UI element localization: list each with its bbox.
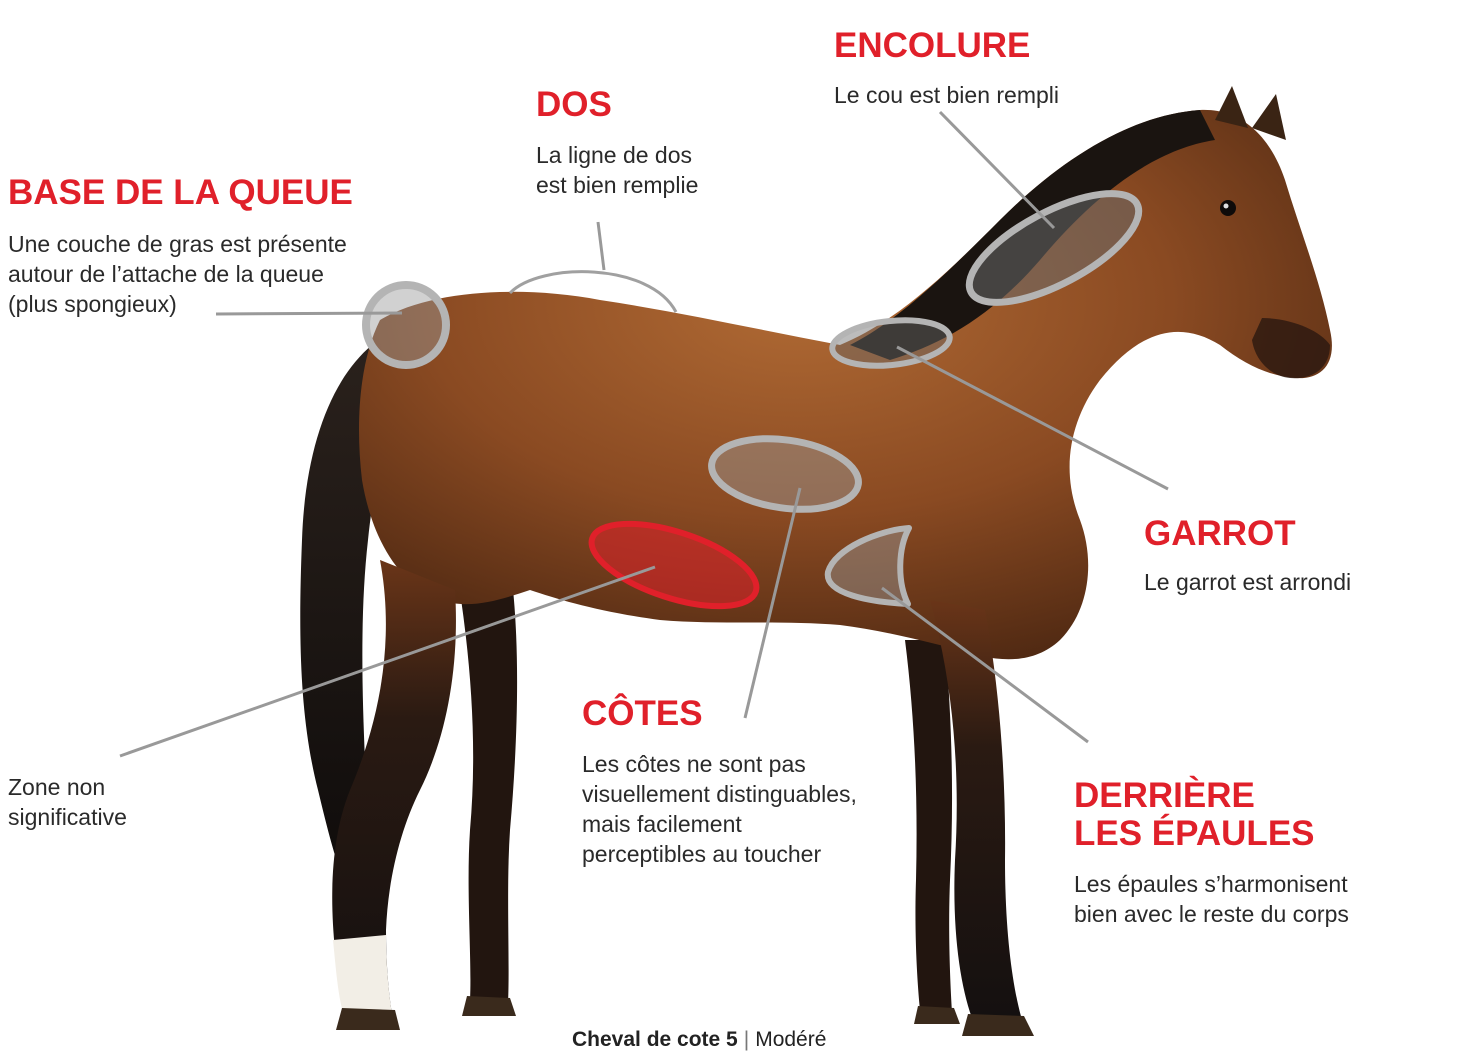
label-base-queue-title: BASE DE LA QUEUE [8,174,353,212]
label-garrot-title: GARROT [1144,515,1296,553]
caption: Cheval de cote 5|Modéré [572,1028,826,1052]
label-cotes-desc: Les côtes ne sont pas visuellement disti… [582,749,857,869]
cotes-line-4: perceptibles au toucher [582,839,857,869]
label-base-queue-desc: Une couche de gras est présente autour d… [8,229,347,319]
base-queue-line-3: (plus spongieux) [8,289,347,319]
hoof-far-fore [914,1006,960,1024]
garrot-line-1: Le garrot est arrondi [1144,567,1351,597]
leader-dos [598,222,604,270]
label-zone-non-desc: Zone non significative [8,772,127,832]
caption-separator: | [738,1028,755,1051]
cotes-line-2: visuellement distinguables, [582,779,857,809]
dos-line-2: est bien remplie [536,170,698,200]
hoof-near-fore [962,1014,1034,1036]
cotes-line-1: Les côtes ne sont pas [582,749,857,779]
label-garrot-desc: Le garrot est arrondi [1144,567,1351,597]
label-derriere-epaules-desc: Les épaules s’harmonisent bien avec le r… [1074,869,1349,929]
encolure-line-1: Le cou est bien rempli [834,80,1059,110]
horse-eye [1220,200,1236,216]
cotes-line-3: mais facilement [582,809,857,839]
eye-highlight [1224,204,1229,209]
caption-grade: Cheval de cote 5 [572,1028,738,1051]
label-dos-desc: La ligne de dos est bien remplie [536,140,698,200]
dos-line-1: La ligne de dos [536,140,698,170]
hoof-far-hind [462,996,516,1016]
label-derriere-epaules-title: DERRIÈRE LES ÉPAULES [1074,777,1315,853]
caption-level: Modéré [755,1028,826,1051]
hoof-near-hind [336,1008,400,1030]
leader-encolure [940,112,1054,228]
derriere-title-line-2: LES ÉPAULES [1074,815,1315,853]
zone-non-line-2: significative [8,802,127,832]
derriere-title-line-1: DERRIÈRE [1074,777,1315,815]
zone-non-line-1: Zone non [8,772,127,802]
derriere-line-2: bien avec le reste du corps [1074,899,1349,929]
label-encolure-desc: Le cou est bien rempli [834,80,1059,110]
label-dos-title: DOS [536,86,612,124]
far-fore-leg [905,640,952,1012]
white-sock [333,935,392,1014]
base-queue-line-1: Une couche de gras est présente [8,229,347,259]
label-encolure-title: ENCOLURE [834,27,1030,65]
marker-base-queue [366,285,446,365]
derriere-line-1: Les épaules s’harmonisent [1074,869,1349,899]
label-cotes-title: CÔTES [582,695,703,733]
base-queue-line-2: autour de l’attache de la queue [8,259,347,289]
